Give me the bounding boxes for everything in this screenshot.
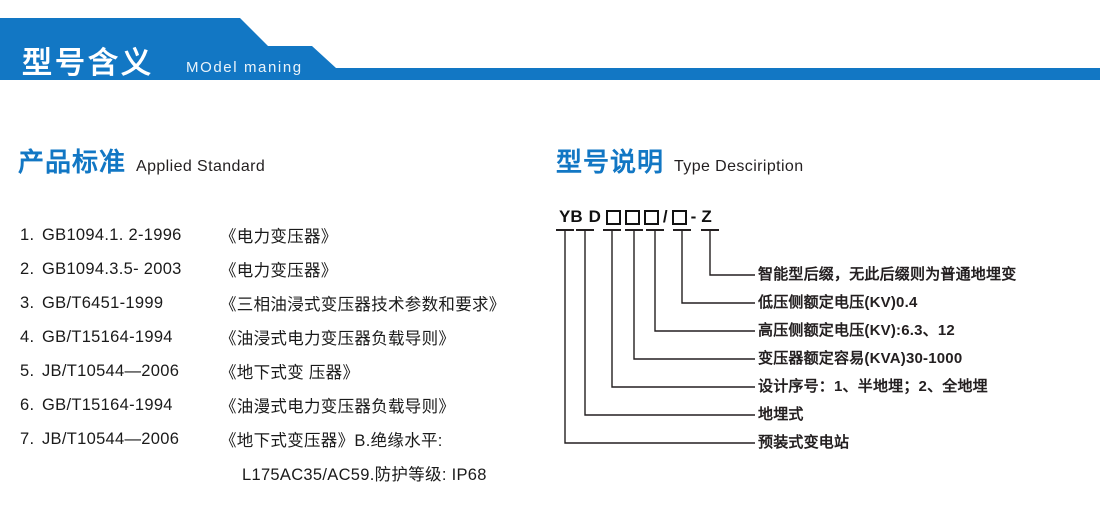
code-placeholder-box	[643, 209, 659, 225]
page-header-banner: 型号含义 MOdel maning	[0, 18, 1100, 80]
standard-row: 3. GB/T6451-1999 《三相油浸式变压器技术参数和要求》	[20, 286, 550, 320]
code-part: D	[588, 207, 601, 226]
standard-row: 6. GB/T15164-1994 《油漫式电力变压器负载导则》	[20, 388, 550, 422]
standard-title: L175AC35/AC59.防护等级: IP68	[242, 466, 487, 484]
code-placeholder-box	[624, 209, 640, 225]
code-part: /	[662, 207, 668, 226]
type-code-label: 低压侧额定电压(KV)0.4	[758, 294, 918, 311]
standard-code: GB/T15164-1994	[42, 395, 173, 414]
standard-code: GB1094.3.5- 2003	[42, 259, 182, 278]
standard-index: 5.	[20, 361, 35, 380]
type-code-label: 地埋式	[758, 406, 804, 423]
applied-standard-heading: 产品标准 Applied Standard	[18, 142, 265, 179]
standard-title: 《电力变压器》	[220, 262, 338, 280]
banner-title: 型号含义	[22, 47, 154, 80]
code-part: Z	[701, 207, 712, 226]
type-code-label: 设计序号：1、半地埋；2、全地埋	[758, 378, 988, 395]
standard-row: L175AC35/AC59.防护等级: IP68	[20, 456, 550, 490]
code-placeholder-box	[671, 209, 687, 225]
standard-title: 《油漫式电力变压器负载导则》	[220, 398, 456, 416]
standard-index: 2.	[20, 259, 35, 278]
type-description-heading: 型号说明 Type Desciription	[556, 142, 804, 179]
leader-line	[611, 230, 755, 388]
type-code-diagram: YB D / -Z 智能型后缀，无此后缀则为普通地埋变低压侧额定电压(KV)0.4 高压…	[548, 206, 1100, 456]
code-part: -	[690, 207, 697, 226]
standard-index: 3.	[20, 293, 35, 312]
type-description-heading-cn: 型号说明	[556, 147, 665, 177]
type-code-string: YB D / -Z	[556, 206, 715, 228]
type-code-label: 智能型后缀，无此后缀则为普通地埋变	[758, 266, 1017, 283]
type-code-label: 变压器额定容易(KVA)30-1000	[758, 350, 963, 367]
leader-line	[564, 230, 755, 444]
standard-code: GB/T6451-1999	[42, 293, 164, 312]
standard-code: JB/T10544—2006	[42, 361, 180, 380]
applied-standard-heading-en: Applied Standard	[136, 158, 266, 175]
leader-line	[633, 230, 755, 360]
type-code-label: 高压侧额定电压(KV):6.3、12	[758, 322, 955, 339]
banner-subtitle: MOdel maning	[186, 59, 303, 76]
standard-row: 7. JB/T10544—2006 《地下式变压器》B.绝缘水平:	[20, 422, 550, 456]
leader-line	[654, 230, 755, 332]
standard-code: GB1094.1. 2-1996	[42, 225, 182, 244]
standard-index: 6.	[20, 395, 35, 414]
type-code-label: 预装式变电站	[758, 434, 850, 451]
applied-standard-heading-cn: 产品标准	[18, 147, 127, 177]
standards-list: 1. GB1094.1. 2-1996 《电力变压器》 2. GB1094.3.5- 2…	[20, 218, 550, 490]
leader-lines	[556, 229, 755, 444]
standard-index: 7.	[20, 429, 35, 448]
standard-title: 《地下式变压器》B.绝缘水平:	[220, 432, 443, 450]
type-description-heading-en: Type Desciription	[674, 158, 804, 175]
standard-index: 1.	[20, 225, 35, 244]
leader-line	[681, 230, 755, 304]
standard-index: 4.	[20, 327, 35, 346]
code-part: YB	[559, 207, 583, 226]
standard-title: 《地下式变 压器》	[220, 364, 360, 382]
standard-title: 《油浸式电力变压器负载导则》	[220, 330, 456, 348]
standard-row: 4. GB/T15164-1994 《油浸式电力变压器负载导则》	[20, 320, 550, 354]
standard-title: 《三相油浸式变压器技术参数和要求》	[220, 296, 506, 314]
leader-line	[584, 230, 755, 416]
standard-row: 5. JB/T10544—2006 《地下式变 压器》	[20, 354, 550, 388]
banner-shape	[0, 18, 1100, 80]
standard-code: JB/T10544—2006	[42, 429, 180, 448]
standard-row: 1. GB1094.1. 2-1996 《电力变压器》	[20, 218, 550, 252]
standard-title: 《电力变压器》	[220, 228, 338, 246]
standard-row: 2. GB1094.3.5- 2003 《电力变压器》	[20, 252, 550, 286]
code-placeholder-box	[605, 209, 621, 225]
leader-line	[709, 230, 755, 276]
standard-code: GB/T15164-1994	[42, 327, 173, 346]
